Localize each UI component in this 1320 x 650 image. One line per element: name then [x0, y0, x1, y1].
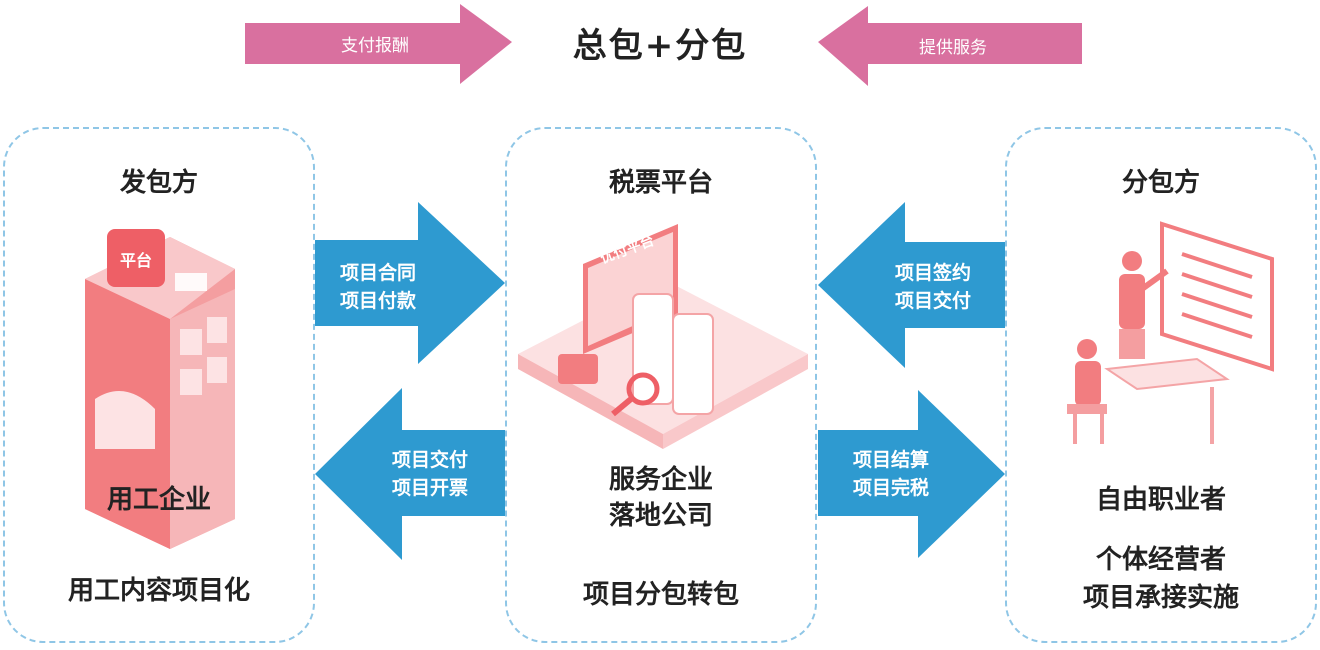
freelancer-illustration: [1067, 221, 1274, 444]
client-sub-text: 用工内容项目化: [67, 576, 250, 606]
contractor-panel-title: 分包方: [1121, 168, 1200, 198]
contractor-main-text: 自由职业者: [1095, 485, 1226, 515]
flow-contract-label-1: 项目合同: [339, 262, 416, 284]
platform-sub-text: 项目分包转包: [582, 580, 739, 610]
flow-settlement-label-2: 项目完税: [852, 477, 929, 499]
flow-arrow-delivery: [315, 388, 505, 560]
platform-panel-title: 税票平台: [608, 168, 713, 198]
flow-settlement-label-1: 项目结算: [852, 449, 929, 471]
platform-main-text-1: 服务企业: [608, 465, 713, 495]
building-illustration: [85, 229, 235, 549]
contractor-sub-text-1: 个体经营者: [1095, 545, 1226, 575]
flow-signing-label-1: 项目签约: [894, 262, 971, 284]
flow-signing-label-2: 项目交付: [894, 290, 971, 312]
pay-arrow-shape: [245, 4, 1082, 86]
flow-arrow-contract: [315, 202, 505, 364]
flow-contract-label-2: 项目付款: [339, 290, 416, 312]
client-panel: 发包方 平台 用工企业 用工内容项目化: [3, 127, 315, 643]
platform-panel: 税票平台 优付平台 服务企业 落地公司 项目分包转包: [505, 127, 817, 643]
platform-main-text-2: 落地公司: [608, 501, 713, 531]
flow-delivery-label-2: 项目开票: [391, 477, 468, 499]
client-main-text: 用工企业: [106, 485, 211, 515]
flow-delivery-label-1: 项目交付: [391, 449, 468, 471]
flow-arrow-signing: [818, 202, 1005, 368]
contractor-sub-text-2: 项目承接实施: [1082, 583, 1239, 613]
building-badge: 平台: [119, 251, 152, 270]
pay-arrow-label: 支付报酬: [341, 36, 409, 56]
flow-arrow-settlement: [818, 390, 1005, 558]
page-title: 总包+分包: [572, 26, 748, 66]
contractor-panel: 分包方 自由职业者 个体经营者 项目承接实施: [1005, 127, 1317, 643]
platform-illustration: [518, 224, 808, 449]
client-panel-title: 发包方: [119, 168, 198, 198]
service-arrow-label: 提供服务: [919, 38, 987, 58]
